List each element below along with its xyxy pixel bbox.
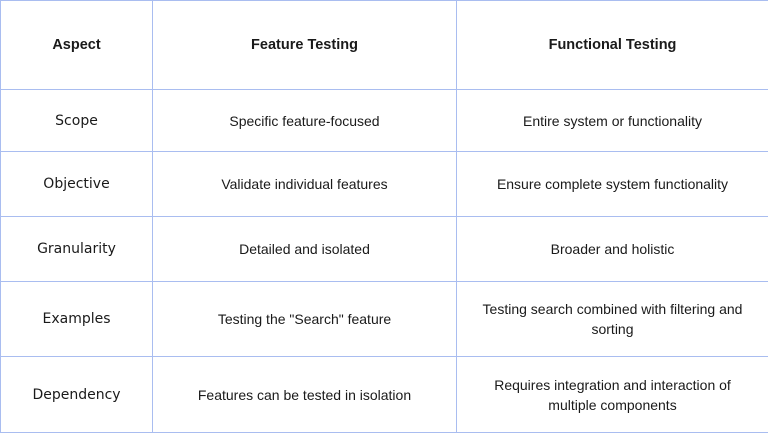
functional-testing-cell: Testing search combined with filtering a… (457, 282, 768, 357)
aspect-cell: Dependency (1, 357, 153, 433)
header-aspect: Aspect (1, 1, 153, 90)
feature-testing-cell: Detailed and isolated (153, 217, 457, 282)
feature-testing-cell: Features can be tested in isolation (153, 357, 457, 433)
header-feature-testing: Feature Testing (153, 1, 457, 90)
table-row-objective: Objective Validate individual features E… (1, 152, 768, 217)
table-row-granularity: Granularity Detailed and isolated Broade… (1, 217, 768, 282)
aspect-cell: Scope (1, 90, 153, 152)
aspect-cell: Objective (1, 152, 153, 217)
feature-testing-cell: Testing the "Search" feature (153, 282, 457, 357)
functional-testing-cell: Requires integration and interaction of … (457, 357, 768, 433)
functional-testing-cell: Ensure complete system functionality (457, 152, 768, 217)
functional-testing-cell: Broader and holistic (457, 217, 768, 282)
table-row-scope: Scope Specific feature-focused Entire sy… (1, 90, 768, 152)
functional-testing-cell: Entire system or functionality (457, 90, 768, 152)
table-row-examples: Examples Testing the "Search" feature Te… (1, 282, 768, 357)
aspect-cell: Examples (1, 282, 153, 357)
table-row-dependency: Dependency Features can be tested in iso… (1, 357, 768, 433)
feature-testing-cell: Specific feature-focused (153, 90, 457, 152)
table-header-row: Aspect Feature Testing Functional Testin… (1, 1, 768, 90)
aspect-cell: Granularity (1, 217, 153, 282)
header-functional-testing: Functional Testing (457, 1, 768, 90)
feature-testing-cell: Validate individual features (153, 152, 457, 217)
